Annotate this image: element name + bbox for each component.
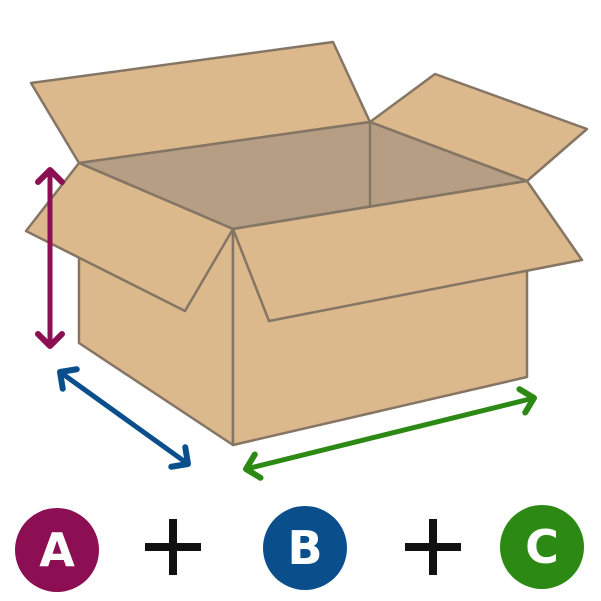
plus-icon <box>145 519 201 575</box>
box-front-flap <box>231 179 584 323</box>
dimension-badge-b: B <box>263 506 347 590</box>
plus-icon <box>405 519 461 575</box>
dimension-arrow-c <box>243 386 537 481</box>
dimension-badge-c: C <box>500 505 584 589</box>
dimension-badge-a: A <box>15 508 99 592</box>
dimension-arrow-b <box>57 366 191 470</box>
